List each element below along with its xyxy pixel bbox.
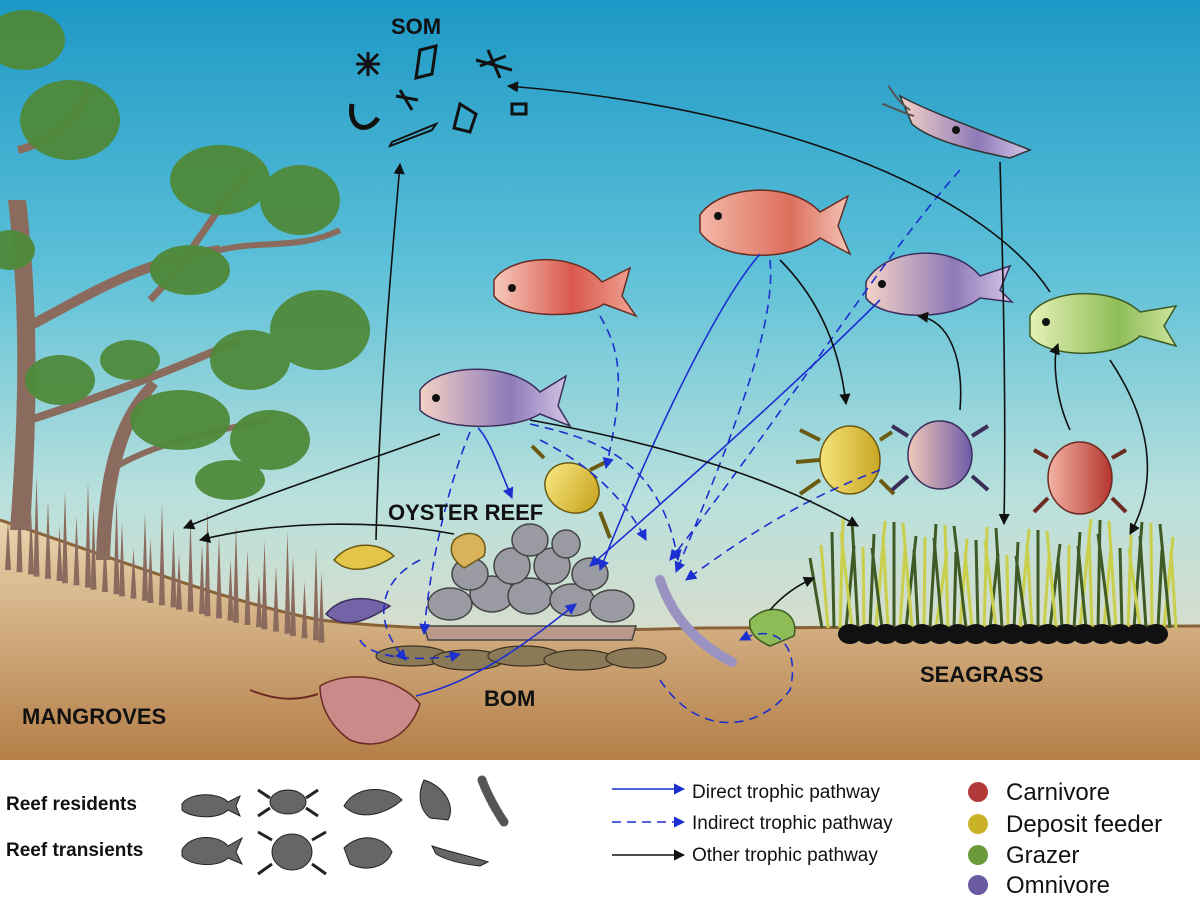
seagrass-blade-icon [832,532,834,628]
grazer-swatch [968,845,988,865]
direct-pathway-label: Direct trophic pathway [692,782,880,803]
seagrass-blade-icon [1120,548,1122,628]
deposit-feeder-swatch [968,814,988,834]
omnivore-label: Omnivore [1006,872,1110,899]
indirect-pathway-label: Indirect trophic pathway [692,813,893,834]
bom-label: BOM [484,686,535,711]
reef-residents-label: Reef residents [6,794,137,815]
seagrass-blade-icon [976,540,978,628]
seagrass-label: SEAGRASS [920,662,1043,687]
seagrass-blade-icon [1151,523,1152,628]
som-label: SOM [391,14,441,39]
other-pathway-label: Other trophic pathway [692,845,878,866]
carnivore-label: Carnivore [1006,779,1110,806]
reef-transients-label: Reef transients [6,840,143,861]
oyster-reef-label: OYSTER REEF [388,500,543,525]
seagrass-blade-icon [1068,545,1069,628]
grazer-label: Grazer [1006,842,1079,869]
mangroves-label: MANGROVES [22,704,166,729]
carnivore-swatch [968,782,988,802]
seagrass-blade-icon [954,552,956,628]
omnivore-swatch [968,875,988,895]
deposit-feeder-label: Deposit feeder [1006,811,1162,838]
seagrass-blade-icon [1007,555,1008,628]
seagrass-blade-icon [863,547,864,628]
seagrass-rhizome-icon [1144,624,1168,644]
seagrass-blade-icon [924,537,925,628]
